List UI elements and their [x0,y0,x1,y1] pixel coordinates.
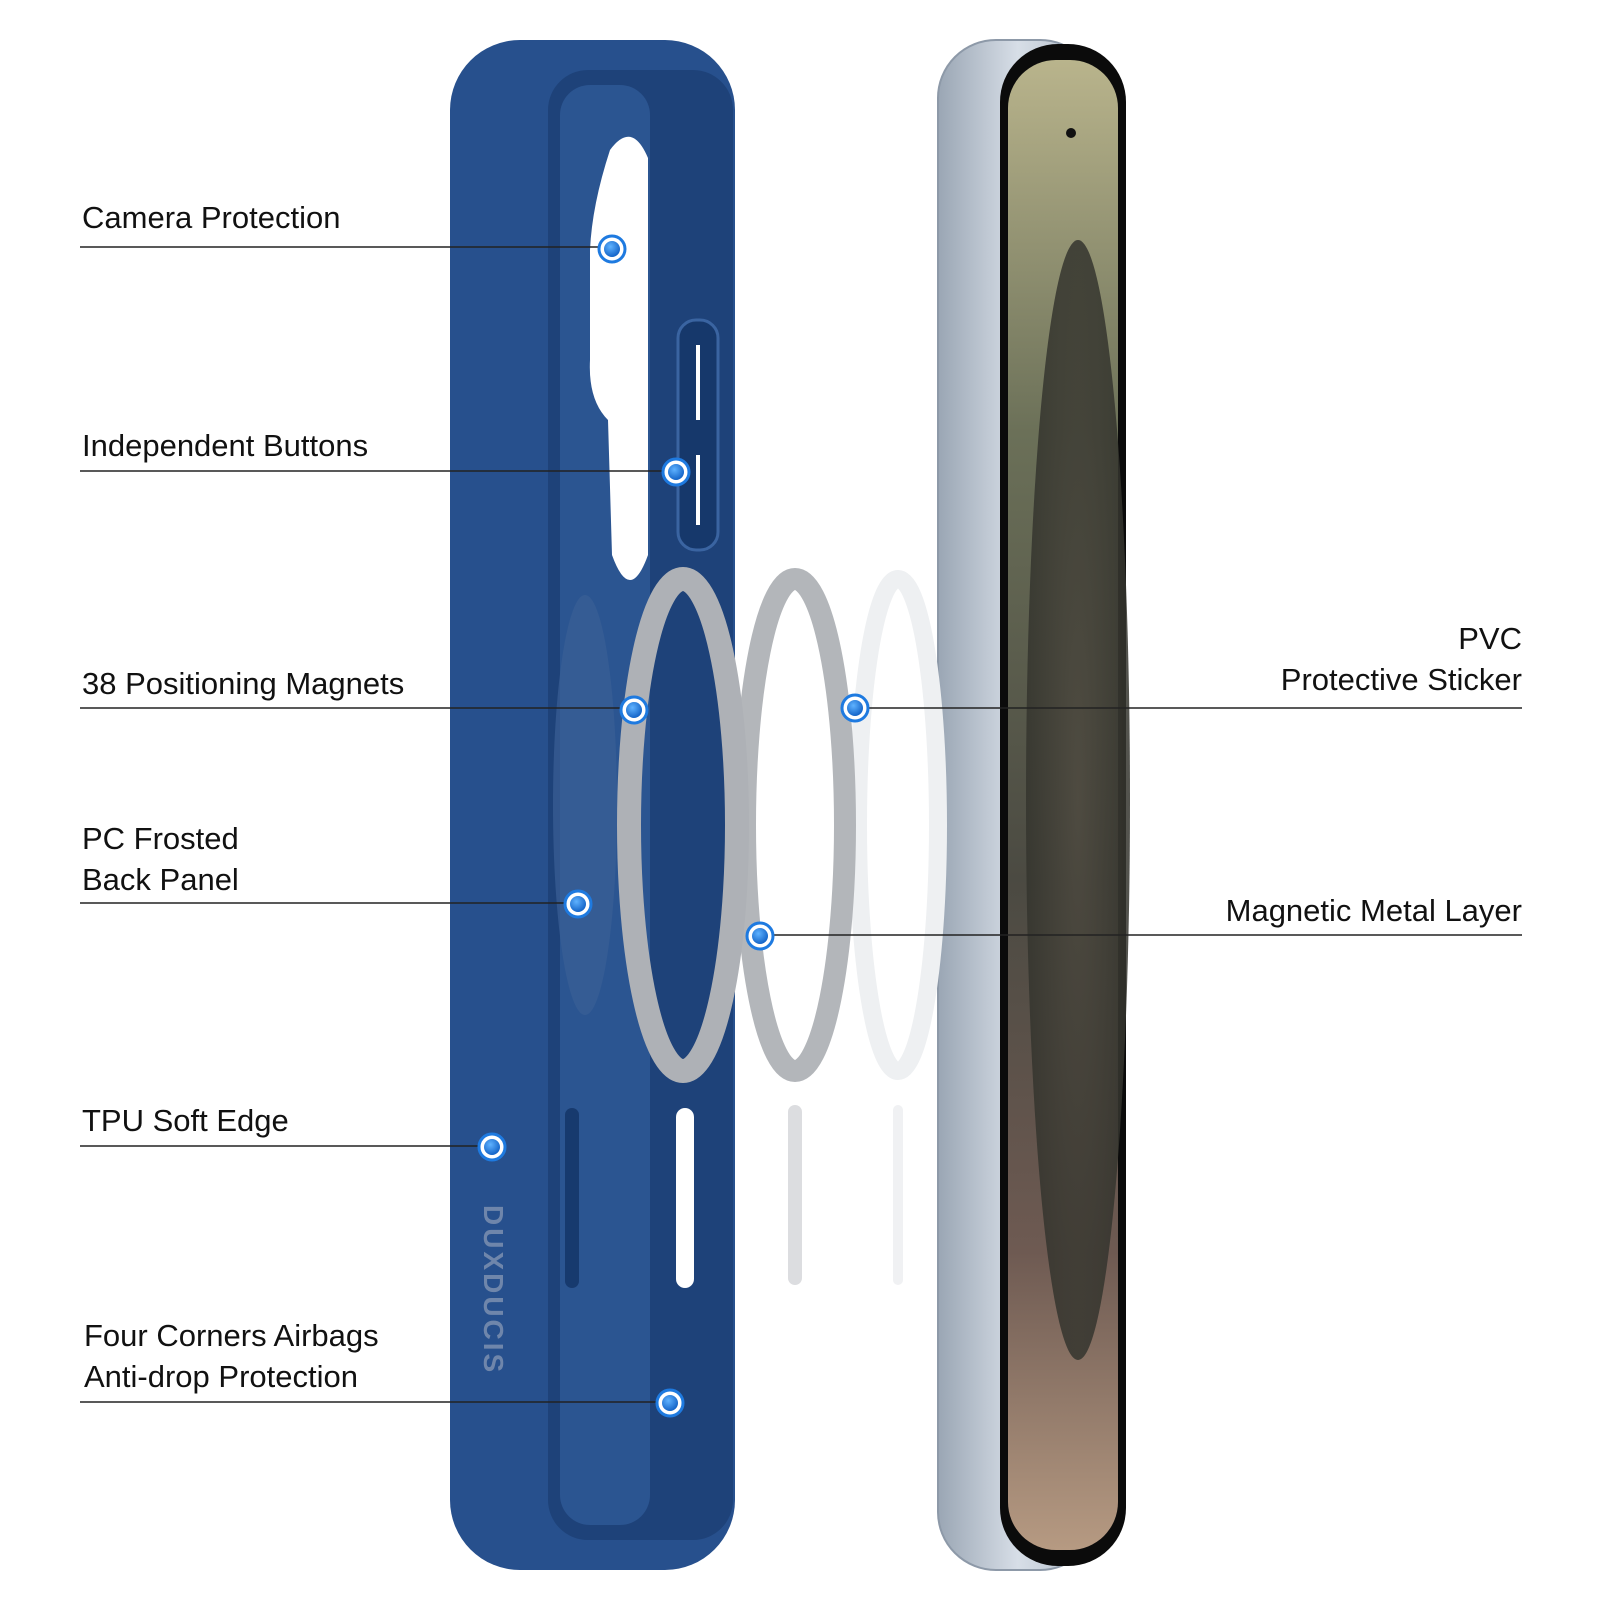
marker-dot [563,889,593,919]
label-positioning-magnets: 38 Positioning Magnets [82,666,405,701]
label-independent-buttons: Independent Buttons [82,428,369,463]
pvc-sticker-ring [849,570,947,1285]
marker-dot [655,1388,685,1418]
marker-dot [477,1132,507,1162]
phone-illustration [937,39,1130,1571]
label-camera-protection: Camera Protection [82,200,341,235]
label-magnetic-metal-layer: Magnetic Metal Layer [1225,893,1522,928]
label-four-corners-airbags: Four Corners Airbags Anti-drop Protectio… [84,1318,379,1394]
case-illustration [450,40,749,1570]
marker-dot [597,234,627,264]
callout-lines [80,246,1522,1403]
callout-markers [477,234,870,1418]
marker-dot [840,693,870,723]
label-pc-frosted-back-panel: PC Frosted Back Panel [82,821,239,897]
marker-dot [745,921,775,951]
svg-text:DUXDUCIS: DUXDUCIS [478,1205,509,1375]
label-pvc-protective-sticker: PVC Protective Sticker [1280,621,1522,697]
brand-logo: DUXDUCIS [478,1205,509,1375]
label-tpu-soft-edge: TPU Soft Edge [82,1103,289,1138]
marker-dot [619,695,649,725]
marker-dot [661,457,691,487]
